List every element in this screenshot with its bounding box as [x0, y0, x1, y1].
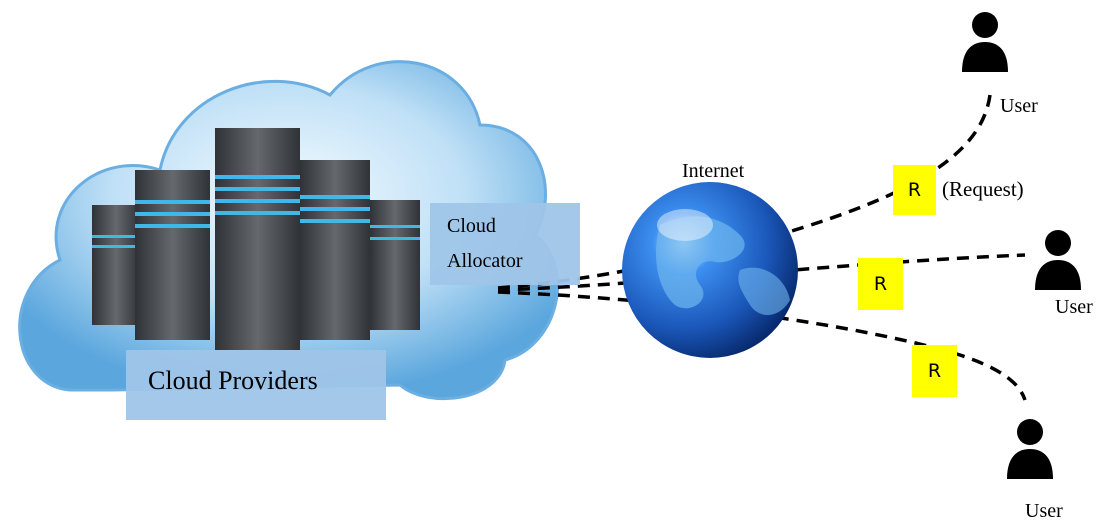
cloud-allocator-label-line2: Allocator	[447, 250, 523, 272]
request-tag-top: R	[893, 165, 936, 215]
cloud-providers-label: Cloud Providers	[148, 366, 318, 395]
cloud-allocator-label-line1: Cloud	[447, 215, 496, 237]
user-icon-middle	[1035, 230, 1081, 290]
user-icon-bottom	[1007, 419, 1053, 479]
connection-to-middle-user	[497, 253, 1026, 292]
user-label-bottom: User	[1025, 500, 1063, 522]
request-tag-bottom: R	[912, 345, 957, 397]
cloud-providers-box	[126, 350, 386, 420]
cloud-allocator-box	[430, 203, 580, 285]
user-label-middle: User	[1055, 296, 1093, 318]
user-icon-top	[962, 12, 1008, 72]
request-connections	[497, 94, 1027, 401]
connection-to-bottom-user	[497, 290, 1027, 401]
request-tag-middle: R	[858, 258, 903, 310]
request-annotation: (Request)	[942, 177, 1024, 201]
globe-icon	[622, 182, 798, 358]
server-rack-icon	[92, 128, 420, 350]
user-label-top: User	[1000, 95, 1038, 117]
internet-label: Internet	[682, 160, 745, 182]
connection-to-top-user	[497, 94, 992, 290]
